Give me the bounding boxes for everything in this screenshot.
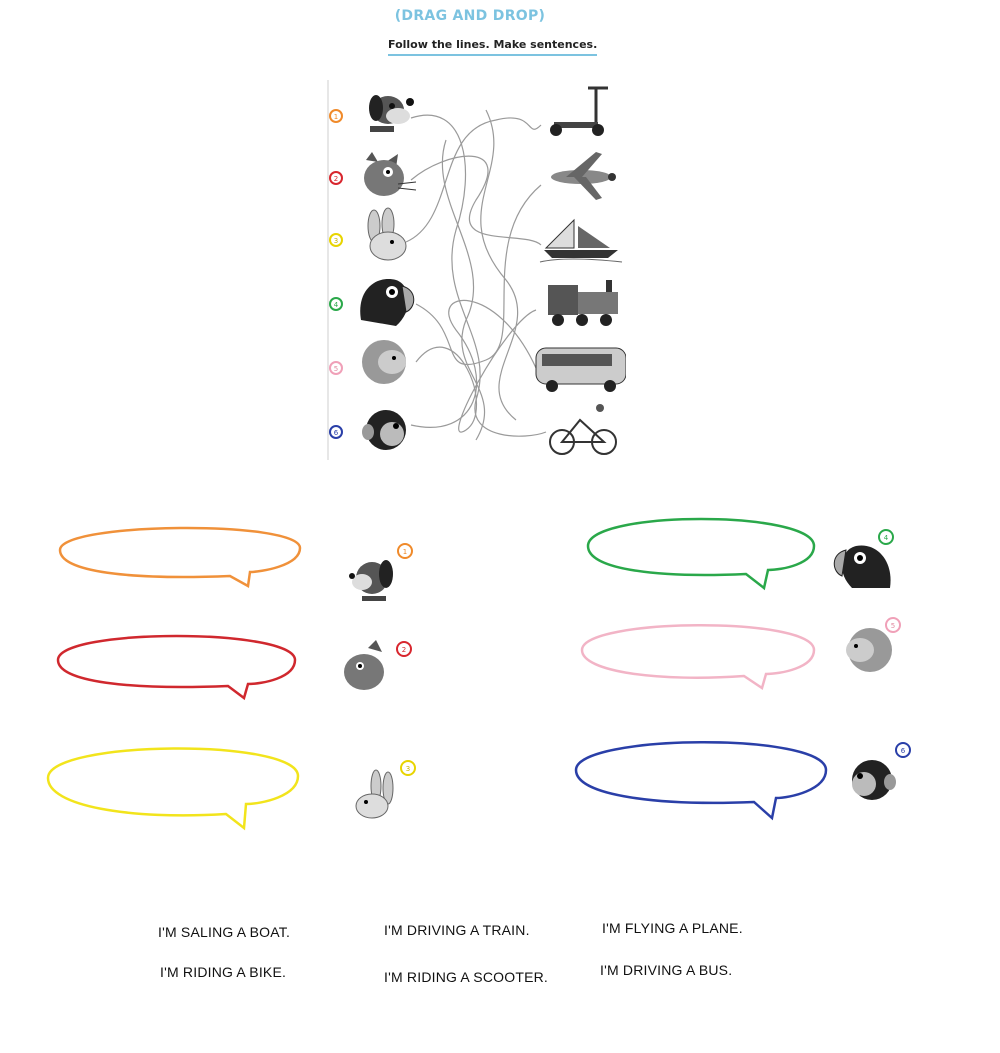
speech-bubble-4[interactable] xyxy=(586,517,816,591)
sentence-driving-bus[interactable]: I'M DRIVING A BUS. xyxy=(600,962,733,978)
svg-text:6: 6 xyxy=(334,429,339,437)
svg-text:1: 1 xyxy=(403,548,407,556)
maze-animal-5: 5 xyxy=(329,340,406,384)
svg-text:2: 2 xyxy=(334,175,338,183)
bubble-animal-lion: 5 xyxy=(846,617,901,672)
scooter-icon xyxy=(550,86,608,136)
page-title: (DRAG AND DROP) xyxy=(394,8,546,24)
bubble-animal-rabbit: 3 xyxy=(355,760,416,819)
svg-text:3: 3 xyxy=(406,765,410,773)
bike-icon xyxy=(549,404,617,455)
bubble-animal-dog: 1 xyxy=(349,543,413,601)
maze-animal-3: 3 xyxy=(329,207,407,261)
bubbles-area: 1 2 3 4 5 6 xyxy=(46,517,911,831)
bus-icon xyxy=(535,347,626,392)
sentence-riding-scooter[interactable]: I'M RIDING A SCOOTER. xyxy=(384,969,549,985)
sentence-flying-plane[interactable]: I'M FLYING A PLANE. xyxy=(602,920,743,936)
cat-icon xyxy=(364,152,417,196)
svg-text:4: 4 xyxy=(884,534,889,542)
maze-animal-1: 1 xyxy=(329,95,414,132)
maze-lines xyxy=(405,109,547,441)
sentence-driving-train[interactable]: I'M DRIVING A TRAIN. xyxy=(384,922,530,938)
maze-illustration: 1 2 3 4 5 6 xyxy=(327,80,626,460)
sentence-riding-bike[interactable]: I'M RIDING A BIKE. xyxy=(160,964,287,980)
svg-text:4: 4 xyxy=(334,301,339,309)
maze-animal-6: 6 xyxy=(329,410,406,450)
monkey-icon xyxy=(362,410,406,450)
bubble-animal-parrot: 4 xyxy=(833,529,894,588)
parrot-icon xyxy=(360,279,415,326)
svg-text:6: 6 xyxy=(901,747,906,755)
svg-text:5: 5 xyxy=(891,622,895,630)
rabbit-icon xyxy=(367,207,407,261)
speech-bubble-6[interactable] xyxy=(574,741,828,821)
bubble-animal-monkey: 6 xyxy=(852,742,911,800)
maze-animal-2: 2 xyxy=(329,152,417,196)
plane-icon xyxy=(551,152,616,200)
train-icon xyxy=(548,280,618,326)
svg-text:5: 5 xyxy=(334,365,338,373)
maze-animal-4: 4 xyxy=(329,279,415,326)
bubble-animal-cat: 2 xyxy=(344,640,412,690)
speech-bubble-2[interactable] xyxy=(56,634,297,701)
sentence-saling-boat[interactable]: I'M SALING A BOAT. xyxy=(158,924,291,940)
speech-bubble-1[interactable] xyxy=(58,526,302,588)
dog-icon xyxy=(369,95,414,132)
svg-text:3: 3 xyxy=(334,237,338,245)
lion-icon xyxy=(362,340,406,384)
speech-bubble-3[interactable] xyxy=(46,747,300,831)
svg-text:2: 2 xyxy=(402,646,406,654)
speech-bubble-5[interactable] xyxy=(580,624,816,690)
boat-icon xyxy=(539,218,623,263)
instruction-text: Follow the lines. Make sentences. xyxy=(388,38,598,56)
svg-text:1: 1 xyxy=(334,113,338,121)
